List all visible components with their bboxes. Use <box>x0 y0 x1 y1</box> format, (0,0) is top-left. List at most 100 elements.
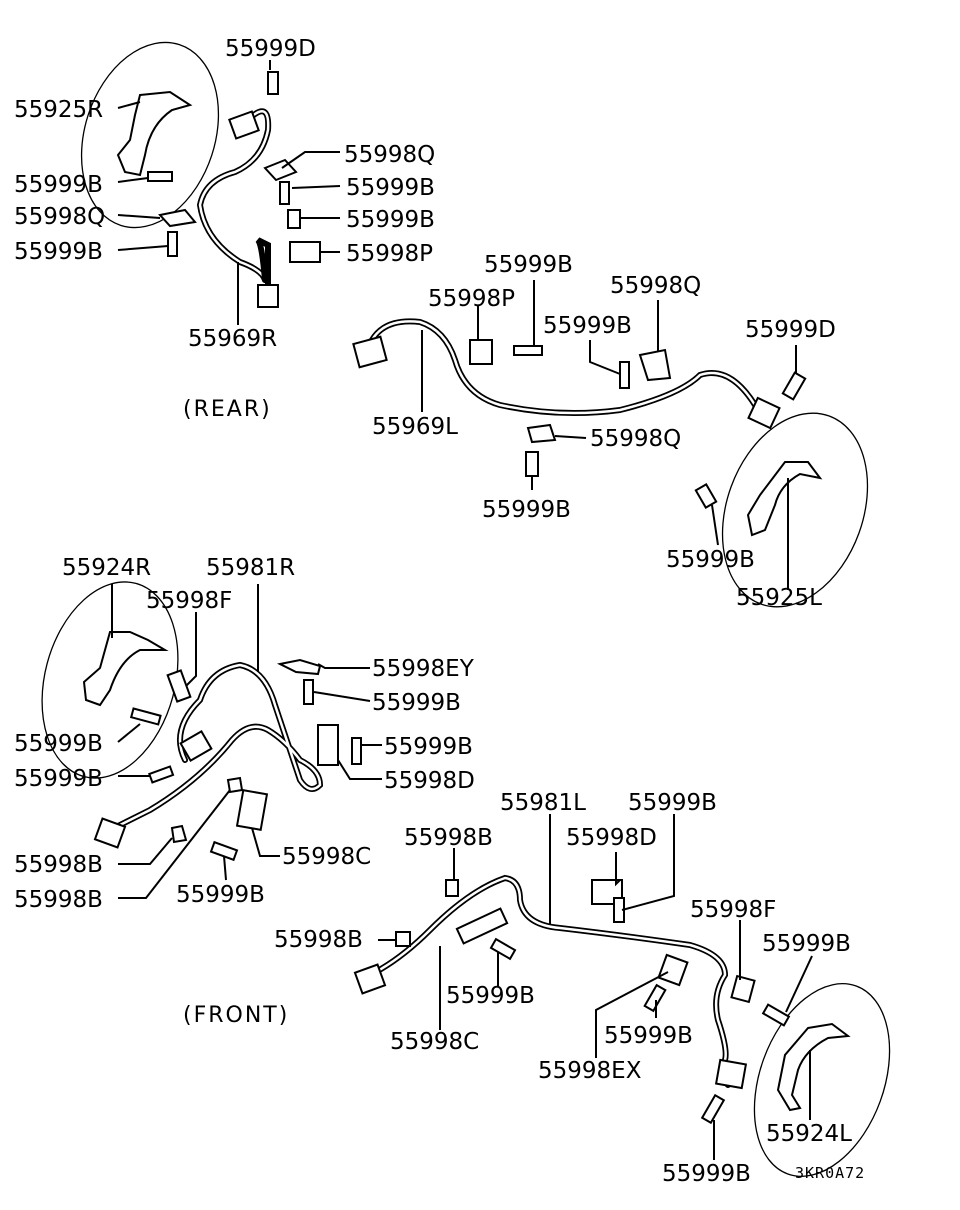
front-left-brake-outline <box>753 983 891 1177</box>
callout-55998b: 55998B <box>404 825 493 851</box>
front-left-clip-b2 <box>395 931 411 947</box>
front-right-clip-f <box>166 669 192 703</box>
callout-55999b: 55999B <box>604 1023 693 1049</box>
front-right-bolt-e <box>209 840 239 862</box>
callout-55969l: 55969L <box>372 414 458 440</box>
callout-55999b: 55999B <box>662 1161 751 1187</box>
rear-left-clip-q2 <box>526 423 557 444</box>
front-right-bolt-c <box>303 679 314 705</box>
callout-55998c: 55998C <box>282 844 371 870</box>
rear-right-bolt-a <box>147 171 173 182</box>
callout-55999b: 55999B <box>446 983 535 1009</box>
callout-55981l: 55981L <box>500 790 586 816</box>
front-right-bolt-d <box>351 737 362 765</box>
front-left-clip-b <box>445 879 459 897</box>
callout-55999d: 55999D <box>745 317 836 343</box>
rear-left-group: 55999B 55998Q 55998P 55999B 55999D 55969… <box>352 252 869 611</box>
callout-55998q: 55998Q <box>610 273 701 299</box>
callout-55998b: 55998B <box>274 927 363 953</box>
rear-section-label: (REAR) <box>183 397 272 422</box>
front-left-shield <box>776 1022 851 1112</box>
rear-right-connector <box>257 284 279 308</box>
callout-55998f: 55998F <box>146 588 232 614</box>
callout-55999b: 55999B <box>14 766 103 792</box>
rear-right-bracket-p <box>289 241 321 263</box>
callout-55924r: 55924R <box>62 555 151 581</box>
callout-55999b: 55999B <box>176 882 265 908</box>
callout-55998q: 55998Q <box>14 204 105 230</box>
callout-55924l: 55924L <box>766 1121 852 1147</box>
front-left-bracket-c <box>455 907 509 945</box>
callout-55925l: 55925L <box>736 585 822 611</box>
rear-right-clip-a <box>263 158 298 182</box>
callout-55999b: 55999B <box>543 313 632 339</box>
rear-right-bolt-c <box>287 209 301 229</box>
rear-right-cable-tail <box>255 237 271 293</box>
front-right-brake-outline <box>41 581 179 779</box>
callout-55998b: 55998B <box>14 887 103 913</box>
rear-left-bolt-a <box>513 345 543 356</box>
callout-55998ey: 55998EY <box>372 656 475 682</box>
front-right-clip-b2 <box>226 776 244 794</box>
callout-55998d: 55998D <box>384 768 475 794</box>
rear-right-clip-b <box>158 208 197 228</box>
front-right-connector <box>93 817 127 849</box>
rear-right-sensor <box>228 110 260 140</box>
callout-55999b: 55999B <box>762 931 851 957</box>
front-left-connector <box>353 963 387 995</box>
callout-55998q: 55998Q <box>344 142 435 168</box>
front-right-clip-ey <box>276 658 322 676</box>
rear-right-bolt-d <box>167 231 178 257</box>
front-left-bolt-c <box>643 983 667 1013</box>
callout-55998f: 55998F <box>690 897 776 923</box>
rear-right-bolt-top <box>267 71 279 95</box>
rear-left-connector <box>352 335 388 369</box>
front-left-group: 55981L 55999B 55998B 55998D 55998F 55998… <box>274 790 891 1187</box>
callout-55999b: 55999B <box>14 731 103 757</box>
callout-55998p: 55998P <box>346 241 433 267</box>
callout-55999b: 55999B <box>346 175 435 201</box>
rear-right-shield <box>116 90 193 177</box>
rear-left-sensor <box>747 396 781 430</box>
callout-55925r: 55925R <box>14 97 103 123</box>
rear-left-brake-outline <box>721 412 869 608</box>
front-right-shield <box>82 631 169 707</box>
front-left-bolt-a <box>489 937 517 961</box>
front-left-clip-f <box>730 974 756 1004</box>
front-right-clip-b <box>170 824 188 844</box>
rear-left-clip-q <box>638 348 672 382</box>
callout-55999b: 55999B <box>384 734 473 760</box>
callout-55999b: 55999B <box>346 207 435 233</box>
callout-55999b: 55999B <box>372 690 461 716</box>
front-right-bracket-d <box>317 724 339 766</box>
callout-55998p: 55998P <box>428 286 515 312</box>
rear-left-shield <box>746 461 823 537</box>
rear-left-bolt-d <box>781 371 807 401</box>
callout-55999b: 55999B <box>484 252 573 278</box>
front-right-sensor <box>179 729 213 763</box>
callout-55998q: 55998Q <box>590 426 681 452</box>
front-right-group: 55924R 55981R 55998F 55998EY 55999B 5599… <box>14 555 475 1028</box>
callout-55969r: 55969R <box>188 326 277 352</box>
figure-code: 3KR0A72 <box>795 1164 865 1182</box>
front-left-bracket-ex <box>657 953 689 987</box>
callout-55999d: 55999D <box>225 36 316 62</box>
rear-right-sensor-cable <box>196 108 272 283</box>
callout-55998b: 55998B <box>14 852 103 878</box>
rear-left-bracket-p <box>469 339 493 365</box>
front-right-bracket-c <box>235 789 269 831</box>
callout-55999b: 55999B <box>666 547 755 573</box>
callout-55999b: 55999B <box>628 790 717 816</box>
rear-right-group: 55999D 55925R 55999B 55998Q 55999B 55998… <box>14 36 435 422</box>
rear-left-bolt-e <box>525 451 539 477</box>
rear-right-brake-outline <box>80 41 220 229</box>
callout-55998c: 55998C <box>390 1029 479 1055</box>
front-left-bolt-d <box>761 1003 791 1027</box>
front-left-bolt-e <box>700 1093 726 1125</box>
front-left-sensor <box>714 1058 748 1090</box>
front-right-bolt-a <box>129 707 162 726</box>
callout-55999b: 55999B <box>14 172 103 198</box>
front-section-label: (FRONT) <box>183 1003 289 1028</box>
rear-left-bolt-b <box>619 361 630 389</box>
